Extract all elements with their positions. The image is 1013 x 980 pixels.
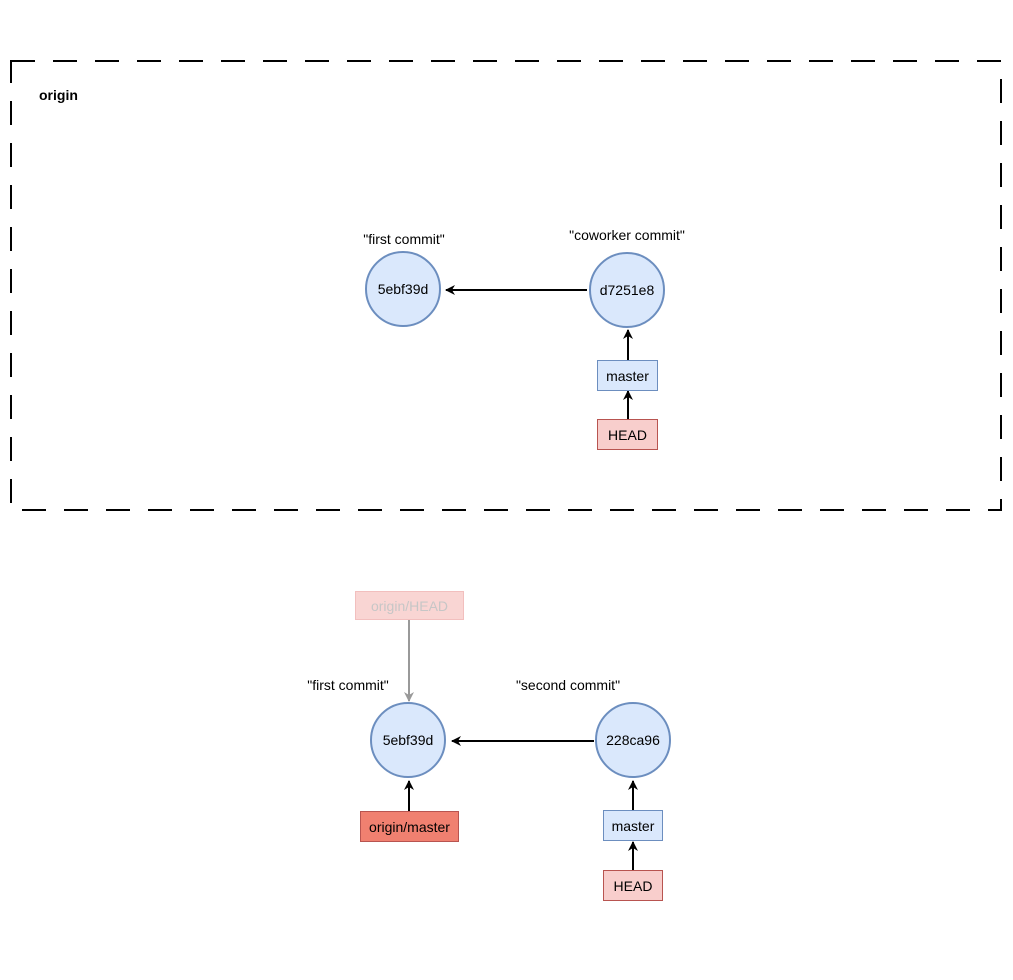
origin-label: origin [39, 87, 78, 103]
origin-frame [10, 60, 1002, 511]
remote-master-branch: master [597, 360, 658, 391]
local-origin-head-ref: origin/HEAD [355, 591, 464, 620]
local-commit-2: 228ca96 [595, 702, 671, 778]
remote-commit-2: d7251e8 [589, 252, 665, 328]
local-commit-2-message: "second commit" [515, 677, 621, 693]
local-origin-master-ref: origin/master [360, 811, 459, 842]
local-commit-1-message: "first commit" [307, 677, 389, 693]
local-commit-1-id: 5ebf39d [382, 732, 434, 748]
local-master-branch: master [603, 810, 663, 841]
remote-commit-1-id: 5ebf39d [377, 281, 429, 297]
remote-commit-1-message: "first commit" [363, 231, 445, 247]
remote-commit-2-id: d7251e8 [599, 282, 655, 298]
local-head-ref: HEAD [603, 870, 663, 901]
remote-head-ref: HEAD [597, 419, 658, 450]
local-commit-2-id: 228ca96 [606, 732, 660, 748]
remote-commit-1: 5ebf39d [365, 251, 441, 327]
local-commit-1: 5ebf39d [370, 702, 446, 778]
remote-commit-2-message: "coworker commit" [569, 227, 685, 243]
